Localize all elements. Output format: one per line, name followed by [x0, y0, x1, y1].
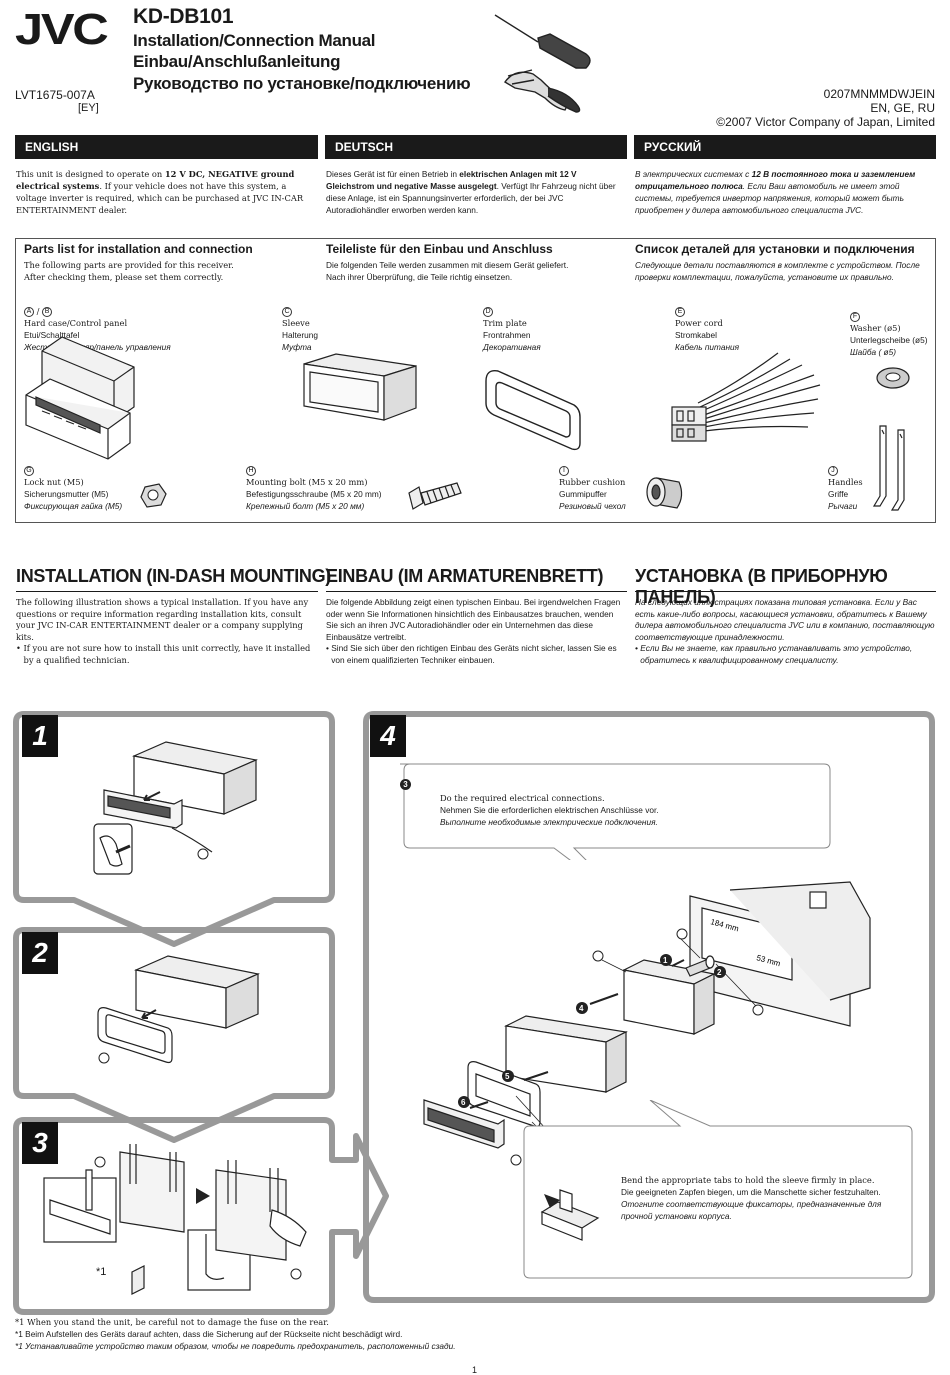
callout-4: 4 — [579, 1004, 584, 1013]
part-trim-plate: D Trim plate Frontrahmen Декоративная — [483, 306, 541, 352]
intro-text-de: Dieses Gerät ist für einen Betrieb in el… — [326, 169, 616, 215]
step-number-3: 3 — [22, 1122, 58, 1164]
language-list: EN, GE, RU — [870, 101, 935, 115]
parts-text-de: Die folgenden Teile werden zusammen mit … — [326, 260, 569, 282]
installation-text-ru: На следующих иллюстрациях показана типов… — [635, 597, 935, 665]
parts-title-ru: Список деталей для установки и подключен… — [635, 242, 915, 256]
fuse-note-mark: *1 — [96, 1266, 107, 1278]
step3-illustration — [43, 1144, 307, 1295]
step-number-4: 4 — [370, 715, 406, 757]
manual-title-ru: Руководство по установке/подключению — [133, 74, 471, 93]
footnote-de: *1 Beim Aufstellen des Geräts darauf ach… — [15, 1329, 403, 1339]
installation-title-ru: УСТАНОВКА (В ПРИБОРНУЮ ПАНЕЛЬ) — [635, 566, 888, 607]
language-bar-deutsch: DEUTSCH — [325, 135, 627, 159]
step-number-2: 2 — [22, 932, 58, 974]
divider — [16, 591, 318, 592]
language-bar-english: ENGLISH — [15, 135, 318, 159]
doc-code-right: 0207MNMMDWJEIN — [823, 87, 935, 101]
parts-list-box — [15, 238, 936, 523]
mounting-bolt-illustration — [408, 482, 462, 510]
intro-text-en: This unit is designed to operate on 12 V… — [16, 169, 304, 215]
installation-text-en: The following illustration shows a typic… — [16, 597, 311, 665]
parts-title-de: Teileliste für den Einbau und Anschluss — [326, 242, 553, 256]
step4-illustration: 184 mm 53 mm 1 2 4 5 6 — [423, 881, 871, 1166]
parts-text-ru: Следующие детали поставляются в комплект… — [635, 260, 920, 282]
callout-2: 2 — [717, 968, 722, 977]
part-rubber-cushion: I Rubber cushion Gummipuffer Резиновый ч… — [559, 465, 626, 511]
part-lock-nut: G Lock nut (M5) Sicherungsmutter (M5) Фи… — [24, 465, 123, 511]
installation-text-de: Die folgende Abbildung zeigt einen typis… — [326, 597, 621, 665]
handles-illustration — [872, 425, 905, 511]
region-code: [EY] — [78, 102, 99, 114]
bend-tabs-text: Bend the appropriate tabs to hold the sl… — [621, 1175, 882, 1221]
installation-title-de: EINBAU (IM ARMATURENBRETT) — [326, 566, 604, 586]
lock-nut-illustration — [140, 483, 167, 508]
hard-case-illustration — [25, 336, 135, 460]
step1-illustration — [93, 741, 258, 875]
part-handles: J Handles Griffe Рычаги — [828, 465, 863, 511]
manual-title-en: Installation/Connection Manual — [133, 31, 376, 50]
step4-note-text: Do the required electrical connections. … — [440, 793, 659, 827]
step4-note-number: 3 — [400, 772, 411, 791]
manual-title-de: Einbau/Anschlußanleitung — [133, 52, 341, 71]
step4-note-bubble — [400, 763, 831, 860]
sleeve-illustration — [303, 353, 417, 421]
page-number: 1 — [472, 1365, 478, 1375]
copyright: ©2007 Victor Company of Japan, Limited — [716, 115, 935, 129]
callout-6: 6 — [461, 1098, 466, 1107]
part-power-cord: E Power cord Stromkabel Кабель питания — [675, 306, 740, 352]
steps-frame — [13, 711, 935, 1315]
part-mounting-bolt: H Mounting bolt (M5 x 20 mm) Befestigung… — [246, 465, 382, 511]
parts-text-en: The following parts are provided for thi… — [24, 260, 234, 282]
tools-illustration — [494, 14, 591, 113]
parts-title-en: Parts list for installation and connecti… — [24, 242, 253, 256]
power-cord-illustration — [671, 352, 821, 442]
trim-plate-illustration — [485, 370, 581, 451]
callout-1: 1 — [663, 956, 668, 965]
callout-5: 5 — [505, 1072, 510, 1081]
washer-illustration — [876, 367, 910, 389]
rubber-cushion-illustration — [646, 477, 683, 509]
part-hard-case: A / B Hard case/Control panel Etui/Schal… — [24, 306, 171, 352]
step-number-1: 1 — [22, 715, 58, 757]
part-sleeve: C Sleeve Halterung Муфта — [282, 306, 318, 352]
step2-illustration — [97, 955, 260, 1064]
model-number: KD-DB101 — [133, 5, 234, 28]
footnote-ru: *1 Устанавливайте устройство таким образ… — [15, 1341, 456, 1351]
intro-text-ru: В электрических системах с 12 В постоянн… — [635, 169, 916, 215]
divider — [635, 591, 936, 592]
doc-code: LVT1675-007A — [15, 88, 95, 102]
installation-title-en: INSTALLATION (IN-DASH MOUNTING) — [16, 566, 331, 586]
divider — [326, 591, 627, 592]
bend-tabs-bubble — [523, 1100, 913, 1279]
part-washer: F Washer (ø5) Unterlegscheibe (ø5) Шайба… — [850, 311, 928, 357]
language-bar-russian: РУССКИЙ — [634, 135, 936, 159]
jvc-logo: JVC — [15, 5, 109, 54]
footnote-en: *1 When you stand the unit, be careful n… — [15, 1317, 329, 1327]
